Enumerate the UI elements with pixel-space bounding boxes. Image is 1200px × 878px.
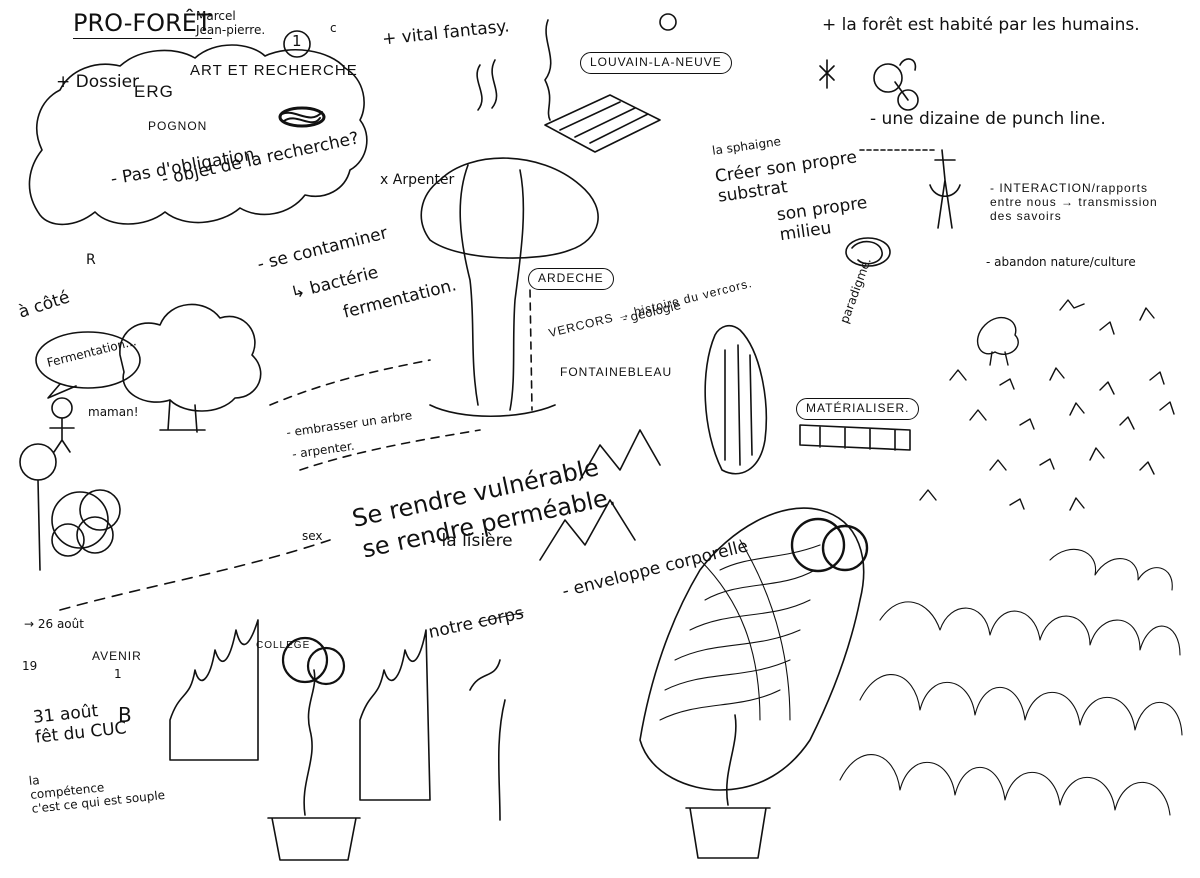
materialiser-note: MATÉRIALISER. bbox=[796, 398, 920, 420]
page-title: PRO-FORÊT bbox=[73, 9, 212, 39]
art-recherche-note: ART ET RECHERCHE bbox=[190, 62, 358, 79]
arpenter-top-note: x Arpenter bbox=[380, 172, 455, 188]
abandon-note: - abandon nature/culture bbox=[986, 255, 1136, 269]
ardeche-note: ARDECHE bbox=[528, 268, 614, 290]
college-note: COLLEGE bbox=[256, 640, 311, 651]
fermentation-bubble-outline bbox=[35, 331, 141, 389]
number-one: 1 bbox=[292, 32, 302, 50]
names-note: Marcel Jean-pierre. bbox=[196, 9, 266, 37]
date-26-note: → 26 août bbox=[24, 617, 84, 631]
potted-plant-icon bbox=[685, 714, 771, 859]
foret-habite-note: + la forêt est habité par les humains. bbox=[822, 15, 1140, 35]
pognon-note: POGNON bbox=[148, 119, 208, 133]
number-circle bbox=[283, 30, 311, 58]
erg-note: ERG bbox=[134, 82, 174, 101]
avenir-sub-note: 1 bbox=[114, 667, 122, 681]
num-19-note: 19 bbox=[22, 659, 38, 673]
louvain-note: LOUVAIN-LA-NEUVE bbox=[580, 52, 732, 74]
avenir-note: AVENIR bbox=[92, 649, 142, 663]
potted-plant-icon bbox=[267, 636, 361, 861]
fontainebleau-note: FONTAINEBLEAU bbox=[560, 365, 673, 379]
bicycle-icon bbox=[873, 58, 919, 111]
maman-note: maman! bbox=[88, 405, 139, 419]
scribble-mass bbox=[639, 507, 865, 791]
bird-icon bbox=[919, 299, 1175, 511]
letter-c: c bbox=[330, 21, 337, 35]
dizaine-note: - une dizaine de punch line. bbox=[870, 109, 1106, 129]
scribble-blob bbox=[278, 106, 326, 128]
letter-r: R bbox=[86, 252, 96, 268]
cloud-outline bbox=[28, 44, 368, 226]
dossier-note: + Dossier bbox=[56, 72, 140, 92]
letter-b: B bbox=[118, 703, 132, 727]
interaction-note: - INTERACTION/rapports entre nous → tran… bbox=[990, 181, 1158, 223]
sex-note: sex bbox=[302, 529, 323, 543]
person-icon bbox=[51, 397, 73, 419]
lisiere-note: - la lisière bbox=[430, 531, 513, 551]
tree-icon bbox=[459, 164, 525, 411]
tree-icon bbox=[119, 303, 262, 412]
